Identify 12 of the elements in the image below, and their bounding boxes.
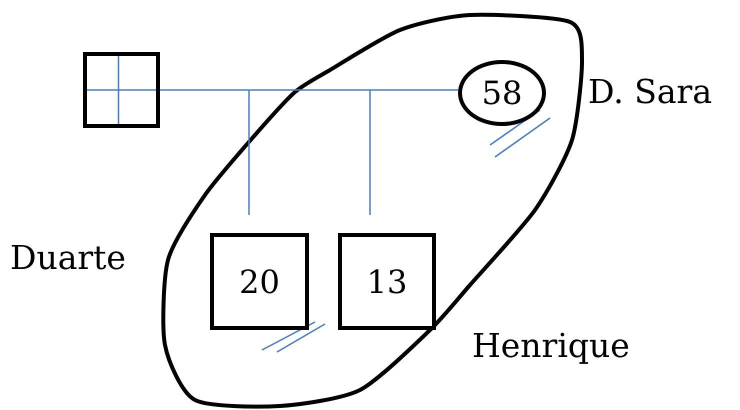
male-square	[210, 233, 309, 330]
age-label: 20	[239, 262, 280, 300]
male-square	[338, 233, 436, 330]
family-line	[369, 90, 371, 215]
family-line	[160, 89, 458, 91]
name-label: Henrique	[472, 326, 630, 365]
family-line	[248, 90, 250, 215]
deceased-male-square	[83, 52, 160, 128]
age-label: 13	[366, 262, 408, 300]
name-label: D. Sara	[588, 72, 712, 111]
name-label: Duarte	[10, 238, 126, 277]
age-label: 58	[482, 74, 522, 112]
